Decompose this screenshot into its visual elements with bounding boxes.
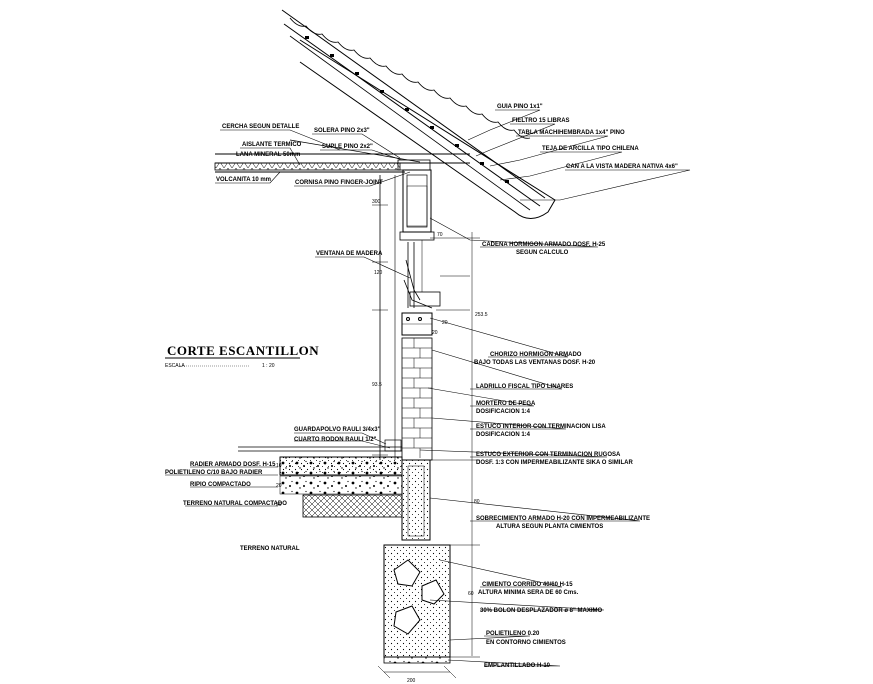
label-estuco-int2: DOSIFICACION 1:4 <box>476 432 531 438</box>
dimension-lines <box>372 175 480 679</box>
dim-300: 300 <box>372 199 381 205</box>
label-tabla: TABLA MACHIHEMBRADA 1x4" PINO <box>518 130 625 136</box>
label-aislante: AISLANTE TERMICO <box>242 142 302 148</box>
label-polietileno2: EN CONTORNO CIMIENTOS <box>486 640 566 646</box>
dim-200: 200 <box>407 678 416 684</box>
dim-20a: 20 <box>442 320 448 326</box>
floor-slab <box>238 439 403 518</box>
scale-label: ESCALA <box>165 363 185 369</box>
label-polietileno-bajo: POLIETILENO C/10 BAJO RADIER <box>165 470 263 476</box>
label-volcanita: VOLCANITA 10 mm <box>216 177 271 183</box>
label-cercha: CERCHA SEGUN DETALLE <box>222 124 299 130</box>
label-mortero2: DOSIFICACION 1:4 <box>476 409 531 415</box>
label-chorizo2: BAJO TODAS LAS VENTANAS DOSF. H-20 <box>474 360 596 366</box>
dim-60: 60 <box>468 591 474 597</box>
label-sobrecimiento: SOBRECIMIENTO ARMADO H-20 CON IMPERMEABI… <box>476 516 650 522</box>
label-polietileno: POLIETILENO 0.20 <box>486 631 540 637</box>
label-cadena2: SEGUN CALCULO <box>516 250 569 256</box>
label-guia-pino: GUIA PINO 1x1" <box>497 104 543 110</box>
label-cadena: CADENA HORMIGON ARMADO DOSF. H-25 <box>482 242 606 248</box>
dim-935: 93.5 <box>372 382 382 388</box>
dim-20c: 20 <box>276 483 282 489</box>
dim-50: 50 <box>276 502 282 508</box>
label-cuarto: CUARTO RODON RAULI 1/2" <box>294 437 377 443</box>
dim-80: 80 <box>474 499 480 505</box>
label-teja: TEJA DE ARCILLA TIPO CHILENA <box>542 146 639 152</box>
label-terreno-comp: TERRENO NATURAL COMPACTADO <box>183 501 287 507</box>
page-title: CORTE ESCANTILLON <box>167 343 319 358</box>
label-estuco-int: ESTUCO INTERIOR CON TERMINACION LISA <box>476 424 606 430</box>
label-estuco-ext2: DOSF. 1:3 CON IMPERMEABILIZANTE SIKA O S… <box>476 460 633 466</box>
label-suple: SUPLE PINO 2x2" <box>322 144 373 150</box>
dimension-texts: 300 70 120 253.5 20 20 93.5 10 20 50 80 … <box>276 199 488 684</box>
label-cimiento: CIMIENTO CORRIDO 40/60 H-15 <box>482 582 573 588</box>
label-sobrecimiento2: ALTURA SEGUN PLANTA CIMIENTOS <box>496 524 603 530</box>
title-block: CORTE ESCANTILLON ESCALA 1 : 20 <box>165 343 319 369</box>
dim-2535: 253.5 <box>475 312 488 318</box>
label-radier: RADIER ARMADO DOSF. H-15 <box>190 462 276 468</box>
dim-120: 120 <box>374 270 383 276</box>
scale-value: 1 : 20 <box>262 363 275 369</box>
leader-lines <box>165 109 691 667</box>
label-guardapolvo: GUARDAPOLVO RAULI 3/4x3" <box>294 427 381 433</box>
wall-upper <box>379 169 441 460</box>
label-cornisa: CORNISA PINO FINGER-JOINT <box>295 180 383 186</box>
label-fieltro: FIELTRO 15 LIBRAS <box>512 118 570 124</box>
label-mortero: MORTERO DE PEGA <box>476 401 536 407</box>
label-cimiento2: ALTURA MINIMA SERA DE 60 Cms. <box>478 590 579 596</box>
dim-20b: 20 <box>432 330 438 336</box>
foundation <box>383 459 451 664</box>
dim-70: 70 <box>437 232 443 238</box>
annotations: GUIA PINO 1x1" FIELTRO 15 LIBRAS TABLA M… <box>165 104 678 669</box>
label-terreno-nat: TERRENO NATURAL <box>240 546 300 552</box>
roof-assembly <box>214 9 556 219</box>
dim-10: 10 <box>276 463 282 469</box>
label-emplantillado: EMPLANTILLADO H-10 <box>484 663 551 669</box>
label-ventana: VENTANA DE MADERA <box>316 251 383 257</box>
label-solera: SOLERA PINO 2x3" <box>314 128 370 134</box>
label-estuco-ext: ESTUCO EXTERIOR CON TERMINACION RUGOSA <box>476 452 621 458</box>
label-bolon: 30% BOLON DESPLAZADOR ø 8" MAXIMO <box>480 608 603 614</box>
label-ladrillo: LADRILLO FISCAL TIPO LINARES <box>476 384 573 390</box>
label-lana: LANA MINERAL 50mm <box>236 152 300 158</box>
label-can: CAN A LA VISTA MADERA NATIVA 4x6" <box>566 164 678 170</box>
brick-wall <box>401 337 433 461</box>
label-ripio: RIPIO COMPACTADO <box>190 482 251 488</box>
label-chorizo: CHORIZO HORMIGON ARMADO <box>490 352 582 358</box>
